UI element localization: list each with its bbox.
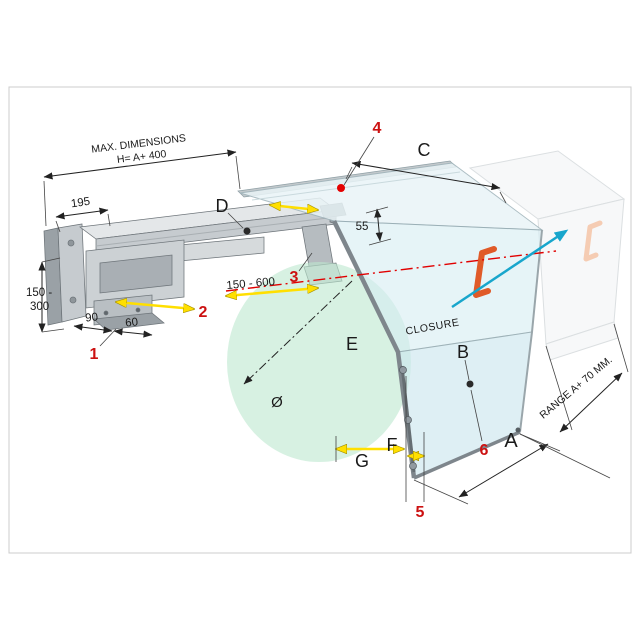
- mounting-arm-assembly: [43, 197, 347, 331]
- leader-callout-4: [343, 136, 375, 186]
- letter-b: B: [457, 342, 469, 362]
- ext-line: [107, 213, 111, 227]
- bolt-icon: [69, 296, 77, 304]
- dim-55-label: 55: [356, 221, 369, 233]
- leader-callout-1: [99, 328, 117, 347]
- foot-hole-icon: [103, 310, 109, 316]
- ext-line: [413, 479, 469, 505]
- red-dot-callout-4: [337, 184, 345, 192]
- opening-direction-arrow: [451, 229, 569, 309]
- letter-f: F: [387, 435, 398, 455]
- handle-orange: [473, 246, 497, 298]
- callout-4: 4: [373, 120, 382, 137]
- dimension-lines: [38, 149, 623, 498]
- dim-60: [113, 328, 153, 338]
- letter-a: A: [504, 430, 518, 452]
- dim-195: [55, 207, 109, 220]
- leader-letter-d: [227, 212, 244, 229]
- dim-range: [559, 372, 623, 433]
- yellow-arrow-d: [270, 205, 318, 210]
- ghost-handle: [583, 220, 603, 262]
- dim-150-600-label: 150 - 600: [226, 276, 275, 292]
- hinge-knuckle-icon: [409, 462, 417, 470]
- callout-2: 2: [199, 304, 208, 321]
- hinge-knuckle-icon: [404, 416, 412, 424]
- callout-5: 5: [416, 504, 425, 521]
- extension-lines: [41, 136, 629, 505]
- bolt-icon: [67, 239, 75, 247]
- ext-line: [613, 323, 629, 373]
- foot-hole-icon: [135, 307, 141, 313]
- letter-g: G: [355, 451, 369, 471]
- ext-line: [365, 206, 389, 214]
- letter-c: C: [418, 140, 431, 160]
- ext-line: [368, 238, 392, 246]
- hinge-knuckle-icon: [399, 366, 407, 374]
- ext-line: [55, 220, 61, 233]
- ext-line: [41, 328, 65, 333]
- dim-a: [458, 443, 549, 498]
- dim-150-300-label-line2: 300: [30, 301, 49, 313]
- black-dot-d: [243, 227, 251, 235]
- dim-150-300-label-line1: 150 -: [26, 287, 52, 299]
- yellow-arrow-150-600: [226, 288, 318, 296]
- dim-90-label: 90: [85, 311, 99, 324]
- leader-callout-3: [298, 252, 313, 272]
- dim-c: [351, 160, 501, 191]
- carriage-channel: [99, 254, 173, 294]
- letter-d: D: [216, 196, 229, 216]
- corner-screw-icon: [515, 427, 521, 433]
- letter-e: E: [346, 334, 358, 354]
- callout-3: 3: [290, 269, 299, 286]
- callout-6: 6: [480, 442, 489, 459]
- ext-line: [545, 345, 573, 431]
- ext-line: [235, 155, 241, 190]
- dim-60-label: 60: [125, 316, 139, 329]
- ext-line: [519, 433, 611, 479]
- ext-line: [345, 166, 353, 180]
- leader-callout-6: [470, 389, 483, 442]
- ext-line: [41, 257, 61, 263]
- yellow-arrow-2: [116, 302, 194, 309]
- dim-55: [374, 208, 383, 242]
- wheel-disc: [227, 262, 411, 462]
- right-edge-strip: [519, 229, 543, 433]
- diameter-axis-arrow: [243, 280, 353, 385]
- callout-1: 1: [90, 346, 99, 363]
- ext-line: [499, 191, 507, 204]
- ext-line: [43, 180, 47, 227]
- leader-letter-b: [464, 359, 470, 381]
- diameter-symbol: Ø: [271, 394, 283, 411]
- dim-90: [73, 323, 113, 334]
- yellow-dimension-arrows: [116, 205, 424, 456]
- wall-plate-front: [57, 223, 87, 323]
- dim-max-dimensions: [43, 149, 237, 180]
- dim-195-label: 195: [70, 196, 91, 211]
- ghost-front-panel: [537, 198, 625, 345]
- rail-groove: [95, 216, 337, 247]
- black-dot-6: [466, 380, 474, 388]
